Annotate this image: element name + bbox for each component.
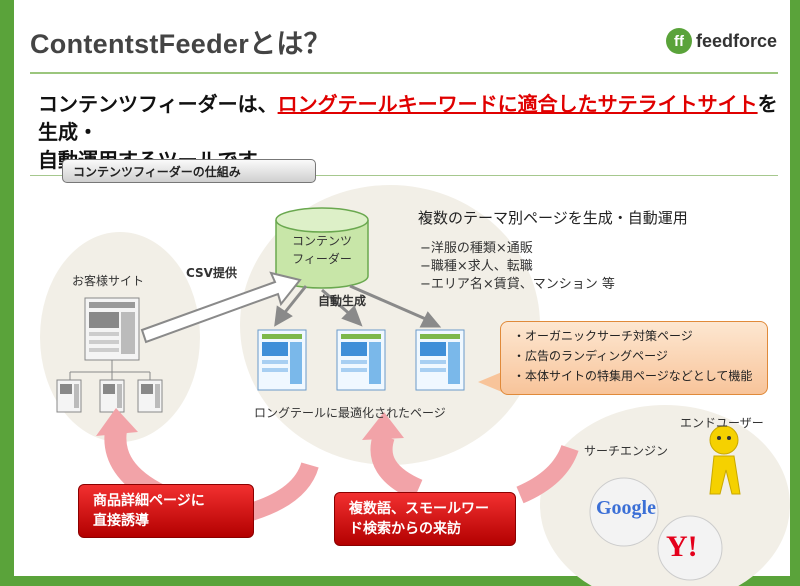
google-logo-text: Google: [596, 497, 656, 519]
customer-tree-lines: [70, 360, 150, 380]
pink-arrow-4-icon: [520, 448, 570, 495]
end-user-icon: [710, 426, 740, 494]
callout-tail: [478, 372, 502, 392]
generated-page-icon-2: [337, 330, 385, 390]
longtail-visit-box: 複数語、スモールワー ド検索からの来訪: [334, 492, 516, 546]
generated-page-icon-3: [416, 330, 464, 390]
direct-guidance-box: 商品詳細ページに 直接誘導: [78, 484, 254, 538]
customer-site-label: お客様サイト: [72, 272, 144, 289]
callout-item: ・オーガニックサーチ対策ページ: [513, 326, 767, 346]
redbox2-line2: ド検索からの来訪: [349, 519, 501, 539]
search-engine-label: サーチエンジン: [584, 442, 668, 459]
google-logo: Google: [596, 497, 656, 520]
pink-arrow-1-icon: [96, 408, 160, 495]
callout-item: ・本体サイトの特集用ページなどとして機能: [513, 366, 767, 386]
auto-generate-label: 自動生成: [318, 292, 366, 309]
customer-site-page-icon: [85, 298, 139, 360]
pink-arrow-3-icon: [362, 412, 418, 490]
callout-item: ・広告のランディングページ: [513, 346, 767, 366]
feature-title: 複数のテーマ別ページを生成・自動運用: [418, 207, 688, 228]
customer-subpage-icons: [57, 380, 162, 412]
content-feeder-label: コンテンツ フィーダー: [280, 232, 364, 268]
feature-item: −洋服の種類×通販: [420, 240, 615, 258]
end-user-label: エンドユーザー: [680, 414, 764, 431]
redbox1-line2: 直接誘導: [93, 511, 239, 531]
feature-list: −洋服の種類×通販 −職種×求人、転職 −エリア名×賃貸、マンション 等: [420, 240, 615, 294]
yahoo-logo: Y!: [666, 530, 698, 564]
redbox2-line1: 複数語、スモールワー: [349, 499, 501, 519]
feeder-line2: フィーダー: [280, 250, 364, 268]
feature-item: −職種×求人、転職: [420, 258, 615, 276]
generated-page-icon-1: [258, 330, 306, 390]
feeder-line1: コンテンツ: [280, 232, 364, 250]
function-callout: ・オーガニックサーチ対策ページ ・広告のランディングページ ・本体サイトの特集用…: [500, 321, 768, 395]
feature-item: −エリア名×賃貸、マンション 等: [420, 276, 615, 294]
csv-label: CSV提供: [186, 264, 237, 281]
redbox1-line1: 商品詳細ページに: [93, 491, 239, 511]
pages-caption: ロングテールに最適化されたページ: [254, 404, 446, 421]
